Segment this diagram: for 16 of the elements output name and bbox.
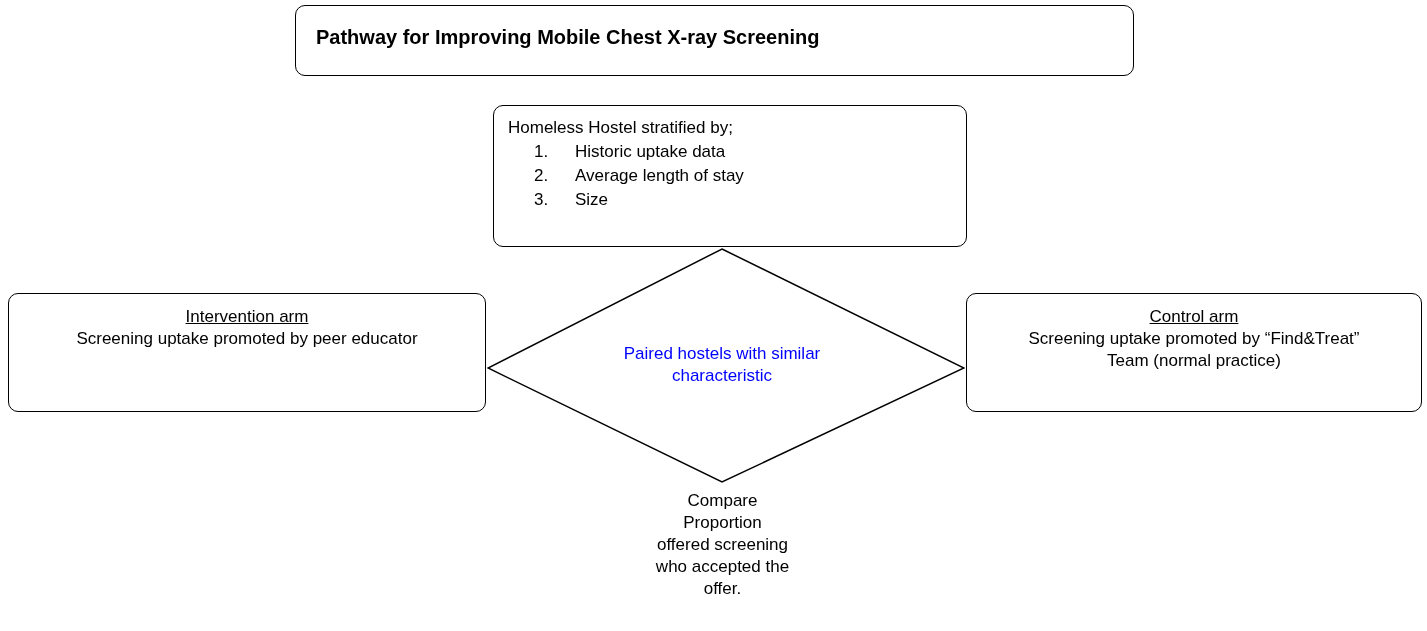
list-item: 3. Size [533, 189, 610, 211]
diamond-label: Paired hostels with similar characteristic [622, 343, 822, 387]
arm-box [966, 293, 1422, 412]
list-item: 1. Historic uptake data [533, 141, 727, 163]
box-label: Pathway for Improving Mobile Chest X-ray Screening [316, 25, 821, 50]
arm-heading: Intervention arm [184, 306, 310, 328]
arm-description: Screening uptake promoted by peer educator [75, 328, 419, 350]
arm-description: Screening uptake promoted by “Find&Treat” Team (normal practice) [1027, 328, 1361, 372]
process-box [493, 105, 967, 247]
list-item: 2. Average length of stay [533, 165, 745, 187]
box-heading: Homeless Hostel stratified by; [508, 117, 734, 139]
arm-box [8, 293, 486, 412]
arm-heading: Control arm [1148, 306, 1240, 328]
result-note: Compare Proportion offered screening who accepted the offer. [655, 490, 790, 600]
decision-diamond [487, 248, 965, 483]
title-box [295, 5, 1134, 76]
